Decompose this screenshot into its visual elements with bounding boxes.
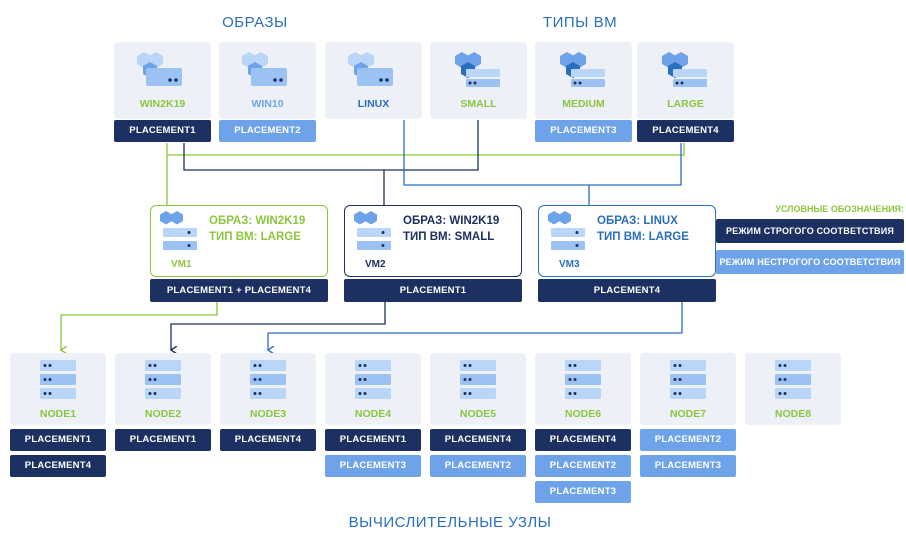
node-card-node2[interactable]: NODE2 xyxy=(115,353,211,425)
images-title: ОБРАЗЫ xyxy=(222,14,288,31)
node-card-node7[interactable]: NODE7 xyxy=(640,353,736,425)
placement-tag: PLACEMENT3 xyxy=(535,120,632,142)
vm-type-text: ТИП ВМ: LARGE xyxy=(209,231,301,243)
node-placement-tag: PLACEMENT4 xyxy=(220,429,316,451)
node-label: NODE6 xyxy=(564,408,602,420)
vm-placement-tag: PLACEMENT1 + PLACEMENT4 xyxy=(150,279,328,302)
vm-type-label: LARGE xyxy=(667,98,704,110)
image-card-win2k19[interactable]: WIN2K19 xyxy=(114,42,211,119)
node-placement-tag: PLACEMENT3 xyxy=(535,481,631,503)
node-label: NODE3 xyxy=(249,408,287,420)
server-rack-icon xyxy=(145,360,181,399)
disk-image-icon xyxy=(137,52,182,86)
image-label: WIN2K19 xyxy=(139,98,186,110)
image-label: LINUX xyxy=(357,98,390,110)
server-rack-icon xyxy=(355,360,391,399)
image-card-linux[interactable]: LINUX xyxy=(325,42,422,119)
server-rack-icon xyxy=(40,360,76,399)
vm-type-text: ТИП ВМ: SMALL xyxy=(403,231,495,243)
legend-title: УСЛОВНЫЕ ОБОЗНАЧЕНИЯ: xyxy=(775,204,904,214)
vm-icon xyxy=(160,211,197,250)
server-type-icon xyxy=(560,52,605,87)
node-card-node3[interactable]: NODE3 xyxy=(220,353,316,425)
vm-name: VM2 xyxy=(365,259,386,270)
vm-type-label: MEDIUM xyxy=(562,98,605,110)
vm-image-text: ОБРАЗ: WIN2K19 xyxy=(209,215,306,227)
node-placement-tag: PLACEMENT1 xyxy=(115,429,211,451)
node-placement-tag: PLACEMENT2 xyxy=(535,455,631,477)
node-placement-tag: PLACEMENT2 xyxy=(640,429,736,451)
vm-card-vm1[interactable]: ОБРАЗ: WIN2K19 ТИП ВМ: LARGE VM1 xyxy=(150,205,328,277)
node-label: NODE7 xyxy=(669,408,707,420)
vm-type-card-large[interactable]: LARGE xyxy=(637,42,734,119)
disk-image-icon xyxy=(242,52,287,86)
node-placement-tag: PLACEMENT3 xyxy=(640,455,736,477)
server-rack-icon xyxy=(775,360,811,399)
node-card-node5[interactable]: NODE5 xyxy=(430,353,526,425)
vm-card-vm3[interactable]: ОБРАЗ: LINUX ТИП ВМ: LARGE VM3 xyxy=(538,205,716,277)
node-label: NODE4 xyxy=(354,408,392,420)
node-placement-tag: PLACEMENT4 xyxy=(535,429,631,451)
node-placement-tag: PLACEMENT4 xyxy=(10,455,106,477)
placement-tag: PLACEMENT2 xyxy=(219,120,316,142)
vm-icon xyxy=(354,211,391,250)
node-label: NODE1 xyxy=(39,408,77,420)
vm-type-text: ТИП ВМ: LARGE xyxy=(597,231,689,243)
node-label: NODE8 xyxy=(774,408,812,420)
vm-image-text: ОБРАЗ: WIN2K19 xyxy=(403,215,500,227)
server-type-icon xyxy=(662,52,707,87)
server-rack-icon xyxy=(460,360,496,399)
vm-icon xyxy=(548,211,585,250)
legend-strict: РЕЖИМ СТРОГОГО СООТВЕТСТВИЯ xyxy=(716,219,904,243)
vm-placement-tag: PLACEMENT4 xyxy=(538,279,716,302)
node-placement-tag: PLACEMENT3 xyxy=(325,455,421,477)
image-label: WIN10 xyxy=(251,98,284,110)
vm-card-vm2[interactable]: ОБРАЗ: WIN2K19 ТИП ВМ: SMALL VM2 xyxy=(344,205,522,277)
node-card-node8[interactable]: NODE8 xyxy=(745,353,841,425)
server-rack-icon xyxy=(670,360,706,399)
node-placement-tag: PLACEMENT1 xyxy=(325,429,421,451)
vm-types-title: ТИПЫ ВМ xyxy=(542,14,618,31)
vm-type-card-medium[interactable]: MEDIUM xyxy=(535,42,632,119)
vm-image-text: ОБРАЗ: LINUX xyxy=(597,215,678,227)
vm-name: VM1 xyxy=(171,259,192,270)
vm-type-card-small[interactable]: SMALL xyxy=(430,42,527,119)
placement-tag: PLACEMENT1 xyxy=(114,120,211,142)
vm-name: VM3 xyxy=(559,259,580,270)
vm-placement-tag: PLACEMENT1 xyxy=(344,279,522,302)
server-rack-icon xyxy=(250,360,286,399)
node-placement-tag: PLACEMENT1 xyxy=(10,429,106,451)
node-placement-tag: PLACEMENT2 xyxy=(430,455,526,477)
vm-type-label: SMALL xyxy=(460,98,497,110)
server-type-icon xyxy=(455,52,500,87)
node-card-node4[interactable]: NODE4 xyxy=(325,353,421,425)
node-label: NODE2 xyxy=(144,408,182,420)
node-card-node6[interactable]: NODE6 xyxy=(535,353,631,425)
server-rack-icon xyxy=(565,360,601,399)
disk-image-icon xyxy=(348,52,393,86)
node-placement-tag: PLACEMENT4 xyxy=(430,429,526,451)
legend-loose: РЕЖИМ НЕСТРОГОГО СООТВЕТСТВИЯ xyxy=(716,250,904,274)
node-card-node1[interactable]: NODE1 xyxy=(10,353,106,425)
placement-tag: PLACEMENT4 xyxy=(637,120,734,142)
image-card-win10[interactable]: WIN10 xyxy=(219,42,316,119)
node-label: NODE5 xyxy=(459,408,497,420)
nodes-title: ВЫЧИСЛИТЕЛЬНЫЕ УЗЛЫ xyxy=(348,514,552,531)
